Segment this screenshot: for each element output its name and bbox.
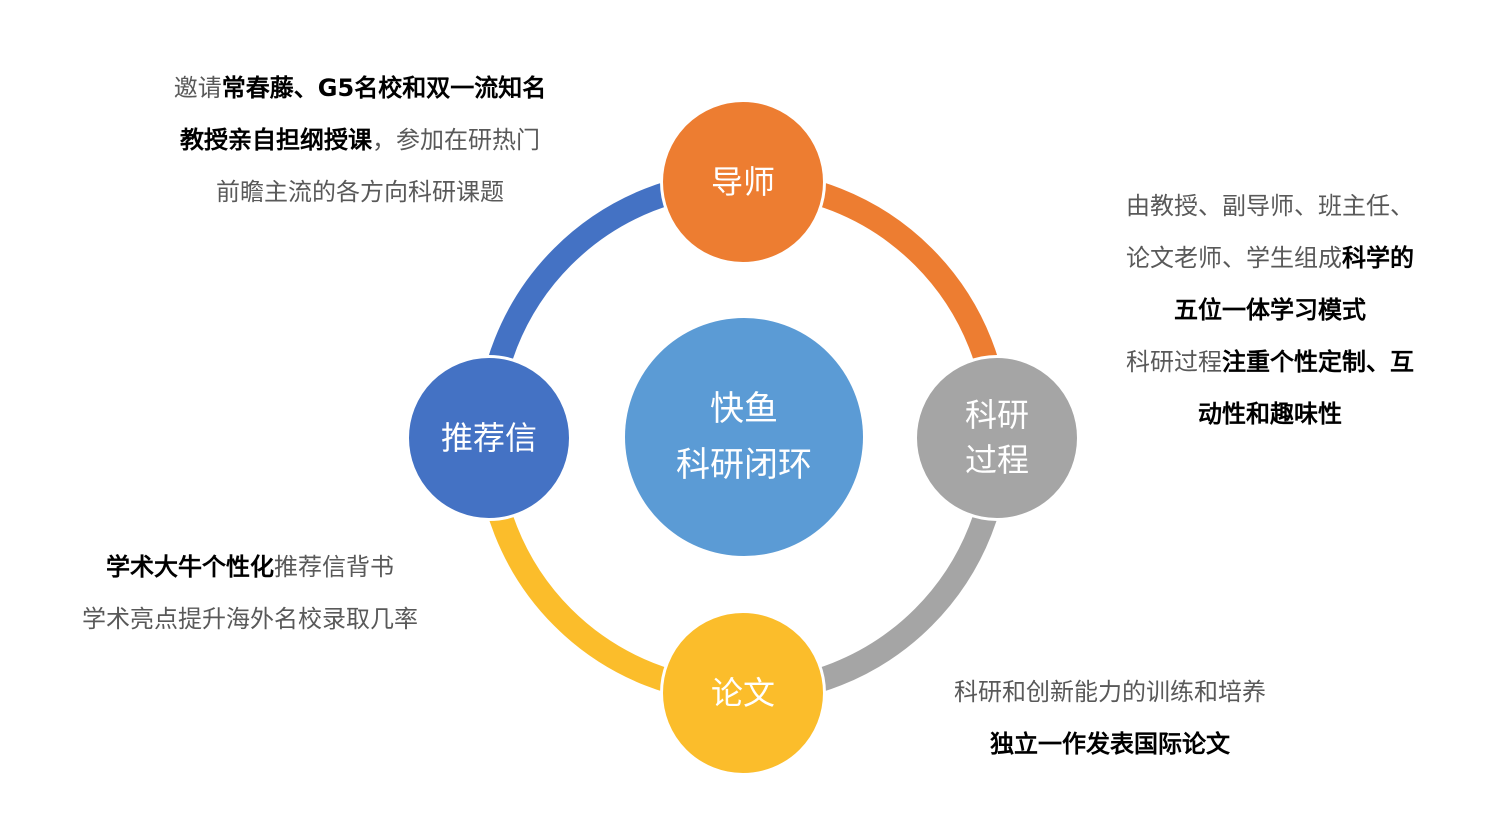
node-research-process: 科研 过程 [914, 355, 1080, 521]
paper-desc-highlight: 独立一作发表国际论文 [990, 730, 1230, 758]
paper-description: 科研和创新能力的训练和培养 独立一作发表国际论文 [900, 666, 1320, 770]
mentor-desc-text: ，参加在研热门 [372, 126, 540, 154]
research-desc-line2: 论文老师、学生组成科学的 [1090, 232, 1450, 284]
letter-desc-text: 推荐信背书 [274, 553, 394, 581]
mentor-desc-line1: 邀请常春藤、G5名校和双一流知名 [110, 62, 610, 114]
mentor-desc-text: 邀请 [173, 74, 222, 102]
node-mentor: 导师 [660, 99, 826, 265]
research-desc-highlight: 科学的 [1342, 244, 1414, 272]
research-desc-text: 科研过程 [1126, 348, 1222, 376]
mentor-desc-line3: 前瞻主流的各方向科研课题 [216, 178, 504, 206]
center-title-line2: 科研闭环 [676, 445, 812, 485]
letter-desc-line2: 学术亮点提升海外名校录取几率 [82, 605, 418, 633]
mentor-description: 邀请常春藤、G5名校和双一流知名 教授亲自担纲授课，参加在研热门 前瞻主流的各方… [110, 62, 610, 218]
research-desc-line4: 科研过程注重个性定制、互 [1090, 336, 1450, 388]
letter-desc-line1: 学术大牛个性化推荐信背书 [20, 541, 480, 593]
mentor-desc-line2: 教授亲自担纲授课，参加在研热门 [110, 114, 610, 166]
mentor-desc-highlight: 常春藤、G5名校和双一流知名 [221, 74, 547, 102]
center-title-line1: 快鱼 [710, 388, 778, 429]
research-desc-line3: 五位一体学习模式 [1090, 284, 1450, 336]
paper-desc-line1: 科研和创新能力的训练和培养 [954, 678, 1266, 706]
research-desc-line1: 由教授、副导师、班主任、 [1126, 192, 1414, 220]
node-letter-label: 推荐信 [440, 418, 537, 457]
research-desc-highlight: 五位一体学习模式 [1174, 296, 1366, 324]
node-research-label-line1: 科研 [964, 396, 1029, 435]
research-desc-highlight: 注重个性定制、互 [1222, 348, 1414, 376]
node-recommendation-letter: 推荐信 [406, 355, 572, 521]
mentor-desc-highlight: 教授亲自担纲授课 [180, 126, 372, 154]
node-research-label-line2: 过程 [964, 441, 1029, 479]
research-desc-line5: 动性和趣味性 [1090, 388, 1450, 440]
research-desc-text: 论文老师、学生组成 [1126, 244, 1342, 272]
letter-desc-highlight: 学术大牛个性化 [106, 553, 274, 581]
center-circle: 快鱼 科研闭环 [625, 318, 863, 556]
node-paper-label: 论文 [710, 673, 775, 712]
letter-description: 学术大牛个性化推荐信背书 学术亮点提升海外名校录取几率 [20, 541, 480, 645]
node-mentor-label: 导师 [710, 162, 775, 201]
research-desc-highlight: 动性和趣味性 [1198, 400, 1342, 428]
node-paper: 论文 [660, 610, 826, 776]
research-process-description: 由教授、副导师、班主任、 论文老师、学生组成科学的 五位一体学习模式 科研过程注… [1090, 180, 1450, 440]
paper-desc-line2: 独立一作发表国际论文 [900, 718, 1320, 770]
